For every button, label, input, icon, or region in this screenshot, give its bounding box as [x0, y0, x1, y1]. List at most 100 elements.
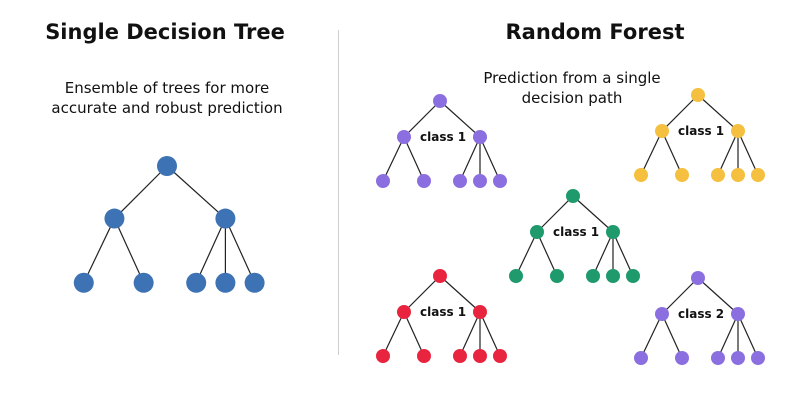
- tree-edge: [403, 275, 441, 313]
- leaf-node: [453, 349, 467, 363]
- leaf-node: [711, 168, 725, 182]
- class-label: class 1: [553, 225, 599, 239]
- root-node: [566, 189, 580, 203]
- internal-node: [473, 130, 487, 144]
- tree-edge: [697, 94, 739, 132]
- single-tree-title: Single Decision Tree: [45, 20, 285, 44]
- tree-edge: [224, 218, 256, 284]
- tree-edge: [459, 136, 481, 182]
- tree-edge: [114, 165, 168, 219]
- tree-edge: [195, 218, 226, 284]
- internal-node: [731, 307, 745, 321]
- leaf-node: [731, 351, 745, 365]
- tree-edge: [439, 100, 481, 138]
- random-forest-title: Random Forest: [505, 20, 685, 44]
- tree-edge: [403, 100, 441, 138]
- root-node: [157, 156, 177, 176]
- tree-edge: [403, 136, 425, 182]
- root-node: [433, 94, 447, 108]
- tree-edge: [515, 231, 538, 277]
- tree-edge: [479, 136, 501, 182]
- leaf-node: [751, 351, 765, 365]
- forest-tree-5: class 2: [634, 271, 765, 365]
- root-node: [691, 271, 705, 285]
- leaf-node: [550, 269, 564, 283]
- internal-node: [655, 124, 669, 138]
- tree-edge: [459, 311, 481, 357]
- tree-edge: [536, 195, 574, 233]
- leaf-node: [453, 174, 467, 188]
- internal-node: [655, 307, 669, 321]
- forest-tree-2: class 1: [634, 88, 765, 182]
- random-forest-caption-line-2: decision path: [521, 89, 623, 107]
- leaf-node: [711, 351, 725, 365]
- forest-tree-4: class 1: [376, 269, 507, 363]
- single-tree-graph: [73, 156, 265, 293]
- leaf-node: [215, 272, 236, 293]
- leaf-node: [473, 174, 487, 188]
- root-node: [691, 88, 705, 102]
- tree-edge: [661, 94, 699, 132]
- leaf-node: [606, 269, 620, 283]
- tree-edge: [661, 313, 683, 359]
- internal-node: [731, 124, 745, 138]
- class-label: class 1: [678, 124, 724, 138]
- leaf-node: [675, 168, 689, 182]
- leaf-node: [634, 168, 648, 182]
- tree-edge: [113, 218, 145, 284]
- leaf-node: [473, 349, 487, 363]
- leaf-node: [376, 174, 390, 188]
- tree-edge: [166, 165, 226, 220]
- leaf-node: [751, 168, 765, 182]
- tree-edge: [572, 195, 614, 233]
- class-label: class 1: [420, 305, 466, 319]
- leaf-node: [493, 174, 507, 188]
- class-label: class 2: [678, 307, 724, 321]
- tree-edge: [479, 311, 501, 357]
- tree-edge: [83, 218, 115, 284]
- random-forest-trees: class 1 class 1 class 1 class 1 class 2: [376, 88, 765, 365]
- leaf-node: [133, 272, 154, 293]
- internal-node: [606, 225, 620, 239]
- tree-edge: [592, 231, 614, 277]
- internal-node: [473, 305, 487, 319]
- tree-edge: [697, 277, 739, 315]
- leaf-node: [244, 272, 265, 293]
- single-tree-caption-line-1: Ensemble of trees for more: [64, 79, 270, 97]
- panel-divider: [338, 30, 339, 355]
- leaf-node: [493, 349, 507, 363]
- leaf-node: [417, 349, 431, 363]
- forest-tree-1: class 1: [376, 94, 507, 188]
- tree-edge: [403, 311, 425, 357]
- tree-edge: [717, 130, 739, 176]
- root-node: [433, 269, 447, 283]
- leaf-node: [417, 174, 431, 188]
- leaf-node: [73, 272, 94, 293]
- leaf-node: [731, 168, 745, 182]
- random-forest-caption-line-1: Prediction from a single: [483, 69, 661, 87]
- tree-edge: [439, 275, 481, 313]
- internal-node: [397, 130, 411, 144]
- tree-edge: [661, 130, 683, 176]
- single-decision-tree: [73, 156, 265, 293]
- internal-node: [397, 305, 411, 319]
- leaf-node: [376, 349, 390, 363]
- leaf-node: [509, 269, 523, 283]
- leaf-node: [634, 351, 648, 365]
- leaf-node: [586, 269, 600, 283]
- internal-node: [215, 208, 236, 229]
- single-tree-caption: Ensemble of trees for more accurate and …: [22, 78, 312, 118]
- internal-node: [104, 208, 125, 229]
- tree-edge: [382, 311, 405, 357]
- tree-edge: [661, 277, 699, 315]
- tree-edge: [640, 313, 663, 359]
- tree-edge: [640, 130, 663, 176]
- leaf-node: [626, 269, 640, 283]
- class-label: class 1: [420, 130, 466, 144]
- forest-tree-3: class 1: [509, 189, 640, 283]
- tree-edge: [737, 130, 759, 176]
- tree-edge: [717, 313, 739, 359]
- tree-edge: [382, 136, 405, 182]
- tree-edge: [536, 231, 558, 277]
